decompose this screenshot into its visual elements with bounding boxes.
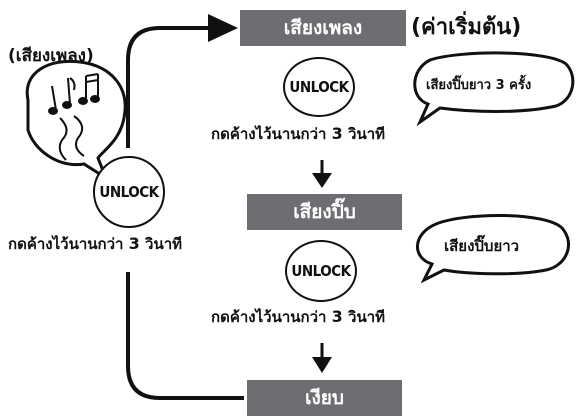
left-caption-number: 3 <box>128 234 140 253</box>
left-caption-suffix: วินาที <box>145 235 183 253</box>
arrowhead-to-song <box>208 14 238 42</box>
mode-box-silent: เงียบ <box>247 380 402 416</box>
mode-song-note: (ค่าเริ่มต้น) <box>411 15 522 40</box>
loop-arrow-up <box>126 26 214 148</box>
step1-unlock-button[interactable]: UNLOCK <box>283 57 355 117</box>
mode-box-beep: เสียงปิ๊บ <box>247 194 402 230</box>
step1-caption-suffix: วินาที <box>348 125 386 143</box>
left-bubble-label: (เสียงเพลง) <box>8 46 94 66</box>
step1-bubble-text: เสียงปิ๊บยาว 3 ครั้ง <box>426 78 532 93</box>
down-arrow-2-head <box>312 357 332 373</box>
step2-caption-suffix: วินาที <box>348 308 386 326</box>
left-unlock-button[interactable]: UNLOCK <box>93 156 165 228</box>
step2-caption-number: 3 <box>331 307 343 326</box>
left-caption: กดค้างไว้นานกว่า 3 วินาที <box>8 232 182 256</box>
music-notes-icon <box>48 73 100 161</box>
step1-caption-prefix: กดค้างไว้นานกว่า <box>211 125 327 143</box>
left-speech-bubble <box>25 59 127 182</box>
step2-caption: กดค้างไว้นานกว่า 3 วินาที <box>211 305 385 329</box>
step1-caption-number: 3 <box>331 124 343 143</box>
step2-bubble-text: เสียงปิ๊บยาว <box>444 237 520 255</box>
left-caption-prefix: กดค้างไว้นานกว่า <box>8 235 124 253</box>
step2-caption-prefix: กดค้างไว้นานกว่า <box>211 308 327 326</box>
down-arrow-1-head <box>312 173 332 188</box>
step1-caption: กดค้างไว้นานกว่า 3 วินาที <box>211 122 385 146</box>
step1-speech-bubble <box>413 51 575 127</box>
step2-speech-bubble <box>416 214 571 284</box>
mode-box-song: เสียงเพลง <box>240 10 406 46</box>
loop-line-back <box>126 272 244 400</box>
step2-unlock-button[interactable]: UNLOCK <box>285 240 357 302</box>
